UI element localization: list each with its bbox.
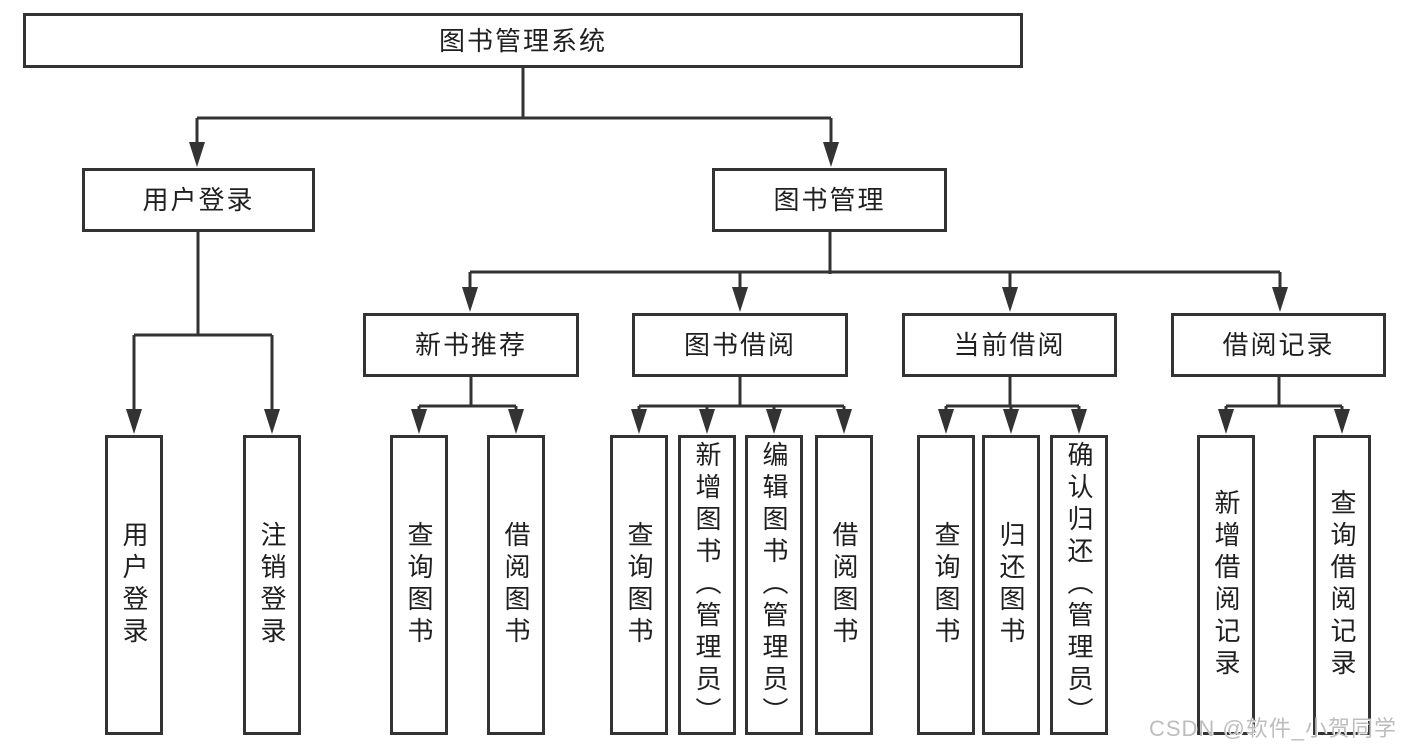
leaf-logout: 注销登录	[243, 435, 301, 735]
leaf-query-borrow-record-label: 查询借阅记录	[1327, 489, 1357, 681]
leaf-query-books-recommend-label: 查询图书	[404, 521, 434, 649]
node-book-management-label: 图书管理	[773, 185, 886, 215]
node-book-borrowing-label: 图书借阅	[683, 330, 796, 360]
leaf-confirm-return-admin-label: 确认归还（管理员）	[1064, 441, 1094, 729]
leaf-edit-books-admin-label: 编辑图书（管理员）	[759, 441, 789, 729]
leaf-user-login: 用户登录	[105, 435, 163, 735]
leaf-borrow-books: 借阅图书	[815, 435, 873, 735]
leaf-logout-label: 注销登录	[257, 521, 287, 649]
leaf-edit-books-admin: 编辑图书（管理员）	[745, 435, 803, 735]
leaf-add-borrow-record-label: 新增借阅记录	[1211, 489, 1241, 681]
leaf-query-books-recommend: 查询图书	[390, 435, 448, 735]
csdn-watermark: CSDN @软件_小贺同学	[1148, 716, 1397, 741]
node-user-login: 用户登录	[82, 168, 315, 232]
node-new-book-recommend: 新书推荐	[363, 313, 579, 377]
leaf-confirm-return-admin: 确认归还（管理员）	[1050, 435, 1108, 735]
leaf-add-books-admin-label: 新增图书（管理员）	[692, 441, 722, 729]
leaf-query-books-borrowing: 查询图书	[610, 435, 668, 735]
leaf-add-books-admin: 新增图书（管理员）	[678, 435, 736, 735]
node-current-borrowing: 当前借阅	[902, 313, 1117, 377]
node-new-book-recommend-label: 新书推荐	[414, 330, 527, 360]
node-book-borrowing: 图书借阅	[632, 313, 848, 377]
leaf-query-books-borrowing-label: 查询图书	[624, 521, 654, 649]
node-borrowing-records-label: 借阅记录	[1222, 330, 1335, 360]
leaf-return-books-label: 归还图书	[996, 521, 1026, 649]
leaf-query-books-current-label: 查询图书	[931, 521, 961, 649]
leaf-query-borrow-record: 查询借阅记录	[1313, 435, 1371, 735]
node-library-system: 图书管理系统	[23, 13, 1023, 68]
leaf-user-login-label: 用户登录	[119, 521, 149, 649]
leaf-add-borrow-record: 新增借阅记录	[1197, 435, 1255, 735]
node-book-management: 图书管理	[712, 168, 947, 232]
leaf-borrow-books-label: 借阅图书	[829, 521, 859, 649]
leaf-query-books-current: 查询图书	[917, 435, 975, 735]
node-user-login-label: 用户登录	[142, 185, 255, 215]
leaf-borrow-books-recommend: 借阅图书	[487, 435, 545, 735]
node-current-borrowing-label: 当前借阅	[953, 330, 1066, 360]
node-borrowing-records: 借阅记录	[1171, 313, 1386, 377]
leaf-return-books: 归还图书	[982, 435, 1040, 735]
node-library-system-label: 图书管理系统	[438, 25, 607, 56]
leaf-borrow-books-recommend-label: 借阅图书	[501, 521, 531, 649]
